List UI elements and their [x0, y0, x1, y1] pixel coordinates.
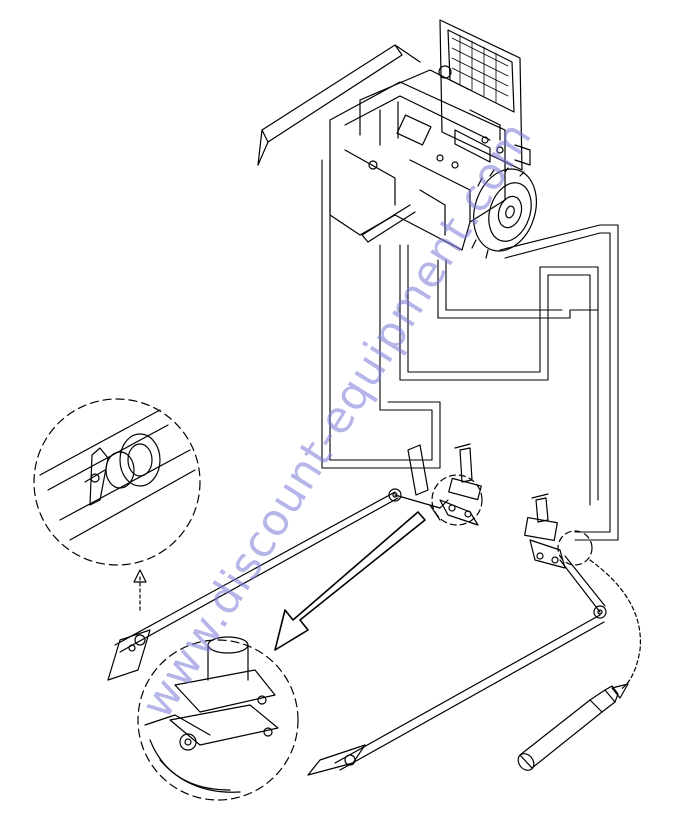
- engine-assembly: [329, 19, 537, 259]
- right-control-rod: [307, 605, 607, 776]
- auger-control-linkage: [524, 493, 606, 613]
- linkage-callouts: [431, 474, 593, 566]
- left-control-rod: [107, 488, 402, 681]
- control-cables: [321, 159, 619, 541]
- handle-grip: [517, 685, 619, 771]
- traction-control-linkage: [394, 443, 482, 526]
- upper-detail-inset: [33, 398, 201, 566]
- frame-rail: [257, 44, 421, 166]
- lower-detail-inset: [137, 636, 299, 801]
- direction-arrows: [133, 511, 642, 699]
